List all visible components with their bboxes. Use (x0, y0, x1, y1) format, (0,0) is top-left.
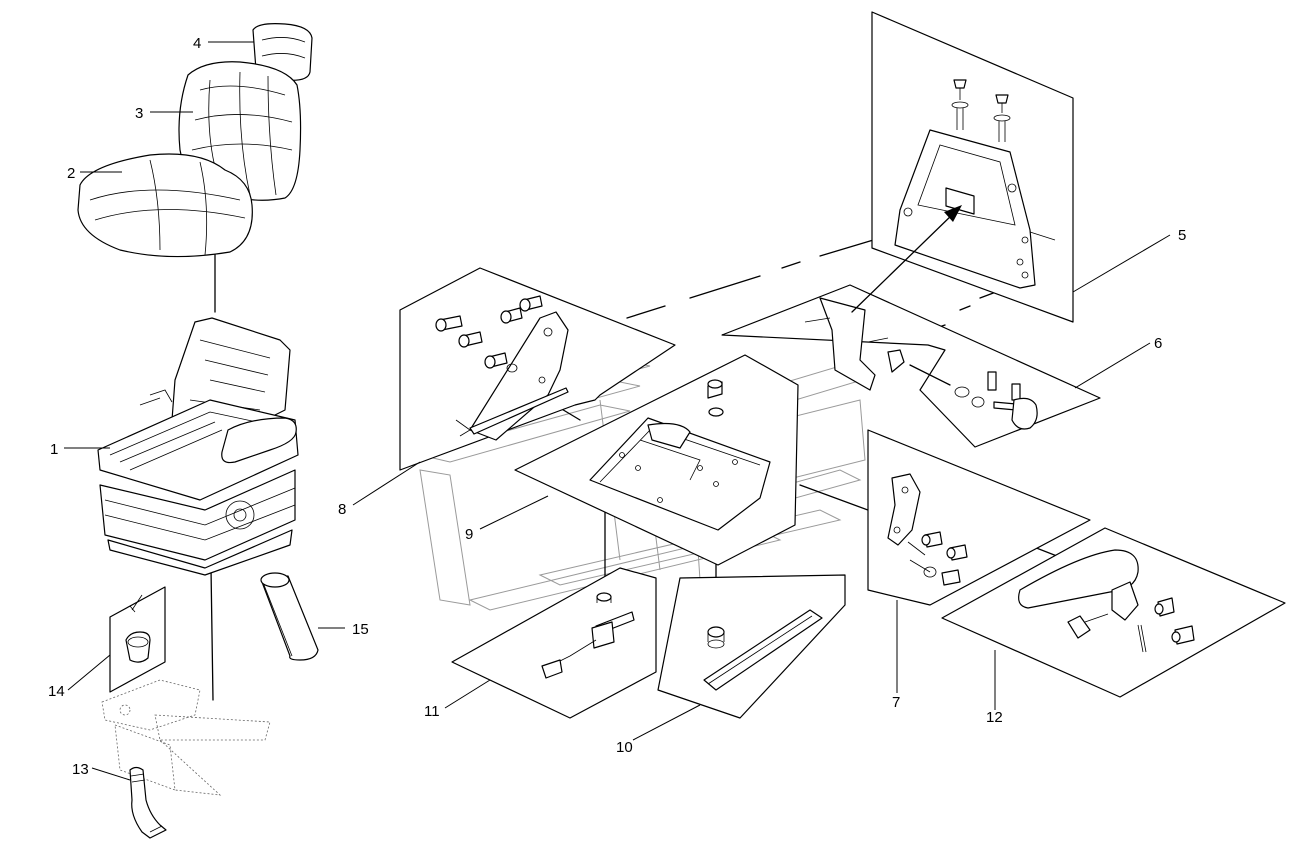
panel-12-armrest (941, 527, 1286, 698)
callout-5: 5 (1178, 227, 1186, 244)
panel-10-slide-rail (657, 574, 846, 719)
callout-10: 10 (616, 739, 633, 756)
seat-cushion (77, 153, 253, 258)
arrow-6-to-5 (851, 205, 962, 313)
leader-lines (64, 41, 1171, 781)
callout-12: 12 (986, 709, 1003, 726)
callout-8: 8 (338, 501, 346, 518)
callout-11: 11 (424, 703, 440, 720)
screws-5 (951, 79, 1011, 142)
callout-7: 7 (892, 694, 900, 711)
callout-1: 1 (50, 441, 58, 458)
bent-tube (129, 766, 167, 839)
panel-5-backrest-frame (871, 11, 1074, 323)
panel-8-side-bracket (399, 267, 676, 471)
spare-cylinder (260, 572, 319, 661)
callout-3: 3 (135, 105, 143, 122)
callout-4: 4 (193, 35, 201, 52)
callout-9: 9 (465, 526, 473, 543)
callout-6: 6 (1154, 335, 1162, 352)
bolt-group-8 (435, 295, 543, 373)
panel-9-base-plate (514, 354, 799, 566)
callout-14: 14 (48, 683, 65, 700)
callout-2: 2 (67, 165, 75, 182)
panel-6-adjust-lever (721, 284, 1101, 448)
callout-labels: 1 2 3 4 5 6 7 8 9 10 11 12 13 14 15 (48, 35, 1186, 778)
callout-13: 13 (72, 761, 89, 778)
cup-holder-kit (101, 586, 271, 796)
callout-15: 15 (352, 621, 369, 638)
suspension-seat-base (97, 317, 299, 576)
panel-7-armrest-bracket (867, 429, 1091, 606)
panel-11-cable (451, 567, 657, 719)
